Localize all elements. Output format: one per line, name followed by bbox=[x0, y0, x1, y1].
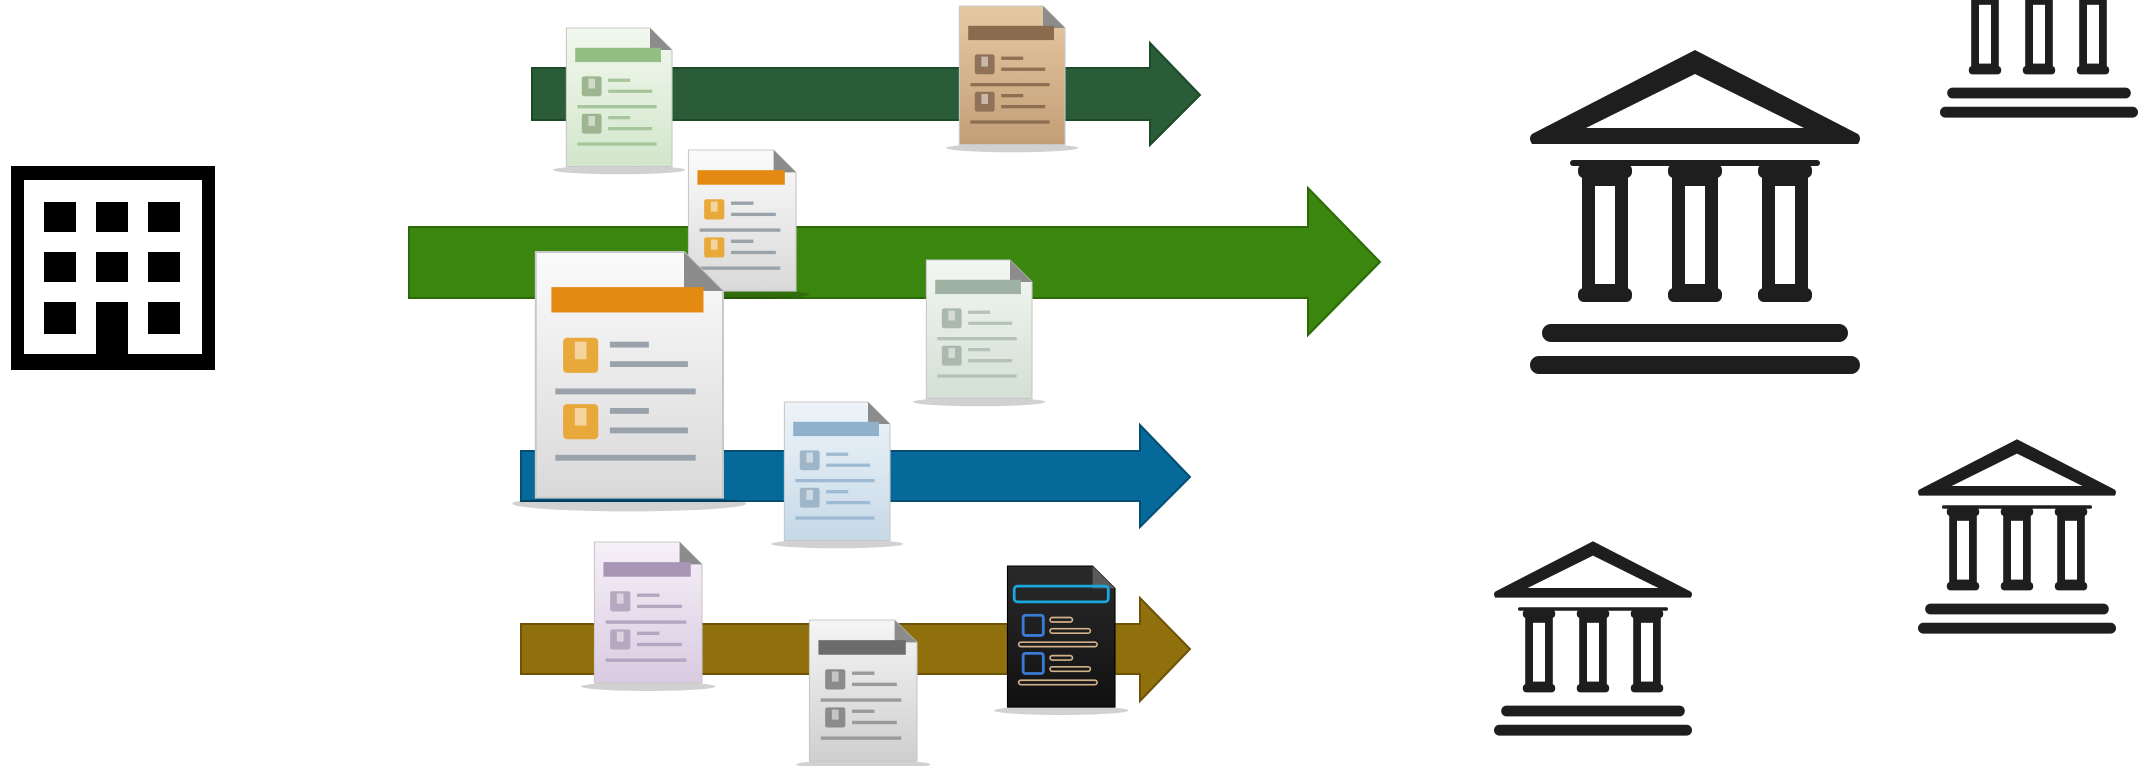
document-icon bbox=[946, 5, 1079, 153]
document-icon bbox=[796, 619, 931, 766]
document-icon bbox=[512, 251, 747, 512]
document-icon bbox=[994, 565, 1129, 715]
document-icon bbox=[771, 401, 904, 549]
bank-icon bbox=[1918, 439, 2116, 634]
document-icon bbox=[553, 27, 686, 175]
bank-icon bbox=[1530, 50, 1860, 374]
office-building-icon bbox=[11, 166, 215, 370]
bank-icon bbox=[1494, 541, 1692, 736]
bank-icon bbox=[1940, 0, 2138, 118]
document-icon-large bbox=[913, 259, 1046, 407]
document-icon bbox=[581, 541, 716, 691]
